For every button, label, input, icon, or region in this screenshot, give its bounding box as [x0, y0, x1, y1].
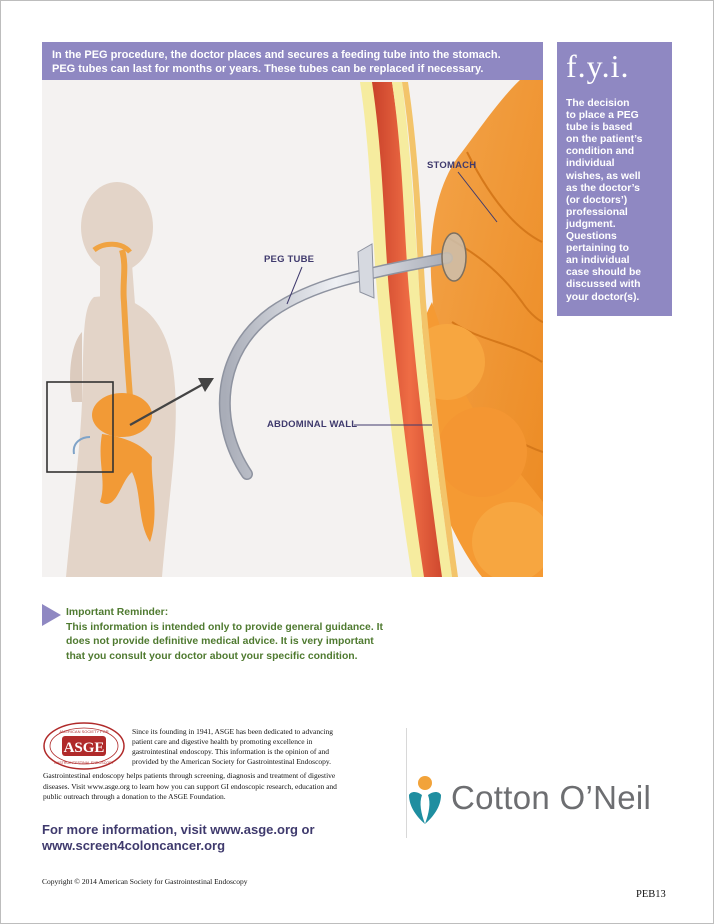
fyi-line: professional — [566, 206, 628, 218]
zoom-arrow — [129, 381, 208, 426]
fyi-line: on the patient’s — [566, 134, 643, 146]
label-abdominal-wall: ABDOMINAL WALL — [267, 419, 358, 430]
fyi-line: case should be — [566, 267, 642, 279]
fyi-line: (or doctors’) — [566, 194, 628, 206]
stomach-callout — [457, 171, 498, 223]
fyi-line: an individual — [566, 255, 630, 267]
asge-logo-text: ASGE — [64, 740, 105, 756]
more-info-link[interactable]: www.screen4coloncancer.org — [42, 838, 226, 853]
label-peg-tube: PEG TUBE — [264, 254, 315, 265]
reminder-line: that you consult your doctor about your … — [66, 650, 358, 662]
fyi-line: pertaining to — [566, 243, 629, 255]
reminder-line: This information is intended only to pro… — [66, 621, 383, 633]
copyright: Copyright © 2014 American Society for Ga… — [42, 877, 248, 886]
fyi-title: f.y.i. — [566, 48, 630, 84]
body-silhouette — [66, 182, 176, 577]
more-information: For more information, visit www.asge.org… — [42, 822, 315, 854]
reminder-heading: Important Reminder: — [66, 607, 169, 618]
caption-line: In the PEG procedure, the doctor places … — [52, 49, 501, 61]
asge-support-line: public outreach through a donation to th… — [43, 792, 226, 801]
asge-support-line: Gastrointestinal endoscopy helps patient… — [43, 771, 336, 780]
asge-about: Since its founding in 1941, ASGE has bee… — [132, 727, 387, 767]
peg-illustration: STOMACH PEG TUBE ABDOMINAL WALL — [42, 42, 543, 577]
fyi-line: tube is based — [566, 122, 633, 134]
fyi-line: to place a PEG — [566, 110, 639, 122]
divider — [406, 728, 407, 838]
document-code: PEB13 — [636, 889, 666, 900]
peg-tube — [218, 232, 467, 480]
fyi-line: individual — [566, 158, 615, 170]
caption-line: PEG tubes can last for months or years. … — [52, 63, 484, 75]
asge-about-line: patient care and digestive health by pro… — [132, 737, 313, 746]
fyi-body: The decision to place a PEG tube is base… — [566, 98, 664, 304]
label-stomach: STOMACH — [427, 160, 477, 171]
asge-about-line: Since its founding in 1941, ASGE has bee… — [132, 727, 334, 736]
cotton-oneil-name: Cotton O’Neil — [451, 779, 652, 816]
cotton-oneil-logo-icon — [405, 773, 447, 830]
focus-box — [46, 381, 114, 473]
fyi-line: judgment. — [566, 218, 616, 230]
asge-logo-top: AMERICAN SOCIETY FOR — [59, 729, 108, 734]
asge-support: Gastrointestinal endoscopy helps patient… — [43, 771, 388, 803]
asge-about-line: provided by the American Society for Gas… — [132, 757, 332, 766]
peg-tube-callout — [286, 266, 303, 305]
asge-support-line: diseases. Visit www.asge.org to learn ho… — [43, 781, 337, 791]
procedure-caption: In the PEG procedure, the doctor places … — [42, 42, 543, 80]
asge-logo: ASGE AMERICAN SOCIETY FOR GASTROINTESTIN… — [43, 722, 125, 775]
asge-logo-bottom: GASTROINTESTINAL ENDOSCOPY — [54, 761, 114, 765]
reminder-arrow-icon — [42, 604, 61, 626]
fyi-line: wishes, as well — [566, 170, 641, 182]
reminder-line: does not provide definitive medical advi… — [66, 636, 374, 647]
asge-about-line: gastrointestinal endoscopy. This informa… — [132, 747, 330, 756]
fyi-line: Questions — [566, 231, 617, 243]
important-reminder: Important Reminder: This information is … — [66, 606, 446, 664]
fyi-line: your doctor(s). — [566, 291, 640, 303]
fyi-line: discussed with — [566, 279, 641, 291]
fyi-sidebar: f.y.i. The decision to place a PEG tube … — [557, 42, 672, 316]
more-info-line[interactable]: For more information, visit www.asge.org… — [42, 822, 315, 837]
abdominal-wall — [360, 82, 458, 577]
fyi-line: condition and — [566, 146, 635, 158]
fyi-line: The decision — [566, 98, 630, 109]
fyi-line: as the doctor’s — [566, 182, 640, 194]
peg-procedure-diagram — [46, 62, 543, 577]
